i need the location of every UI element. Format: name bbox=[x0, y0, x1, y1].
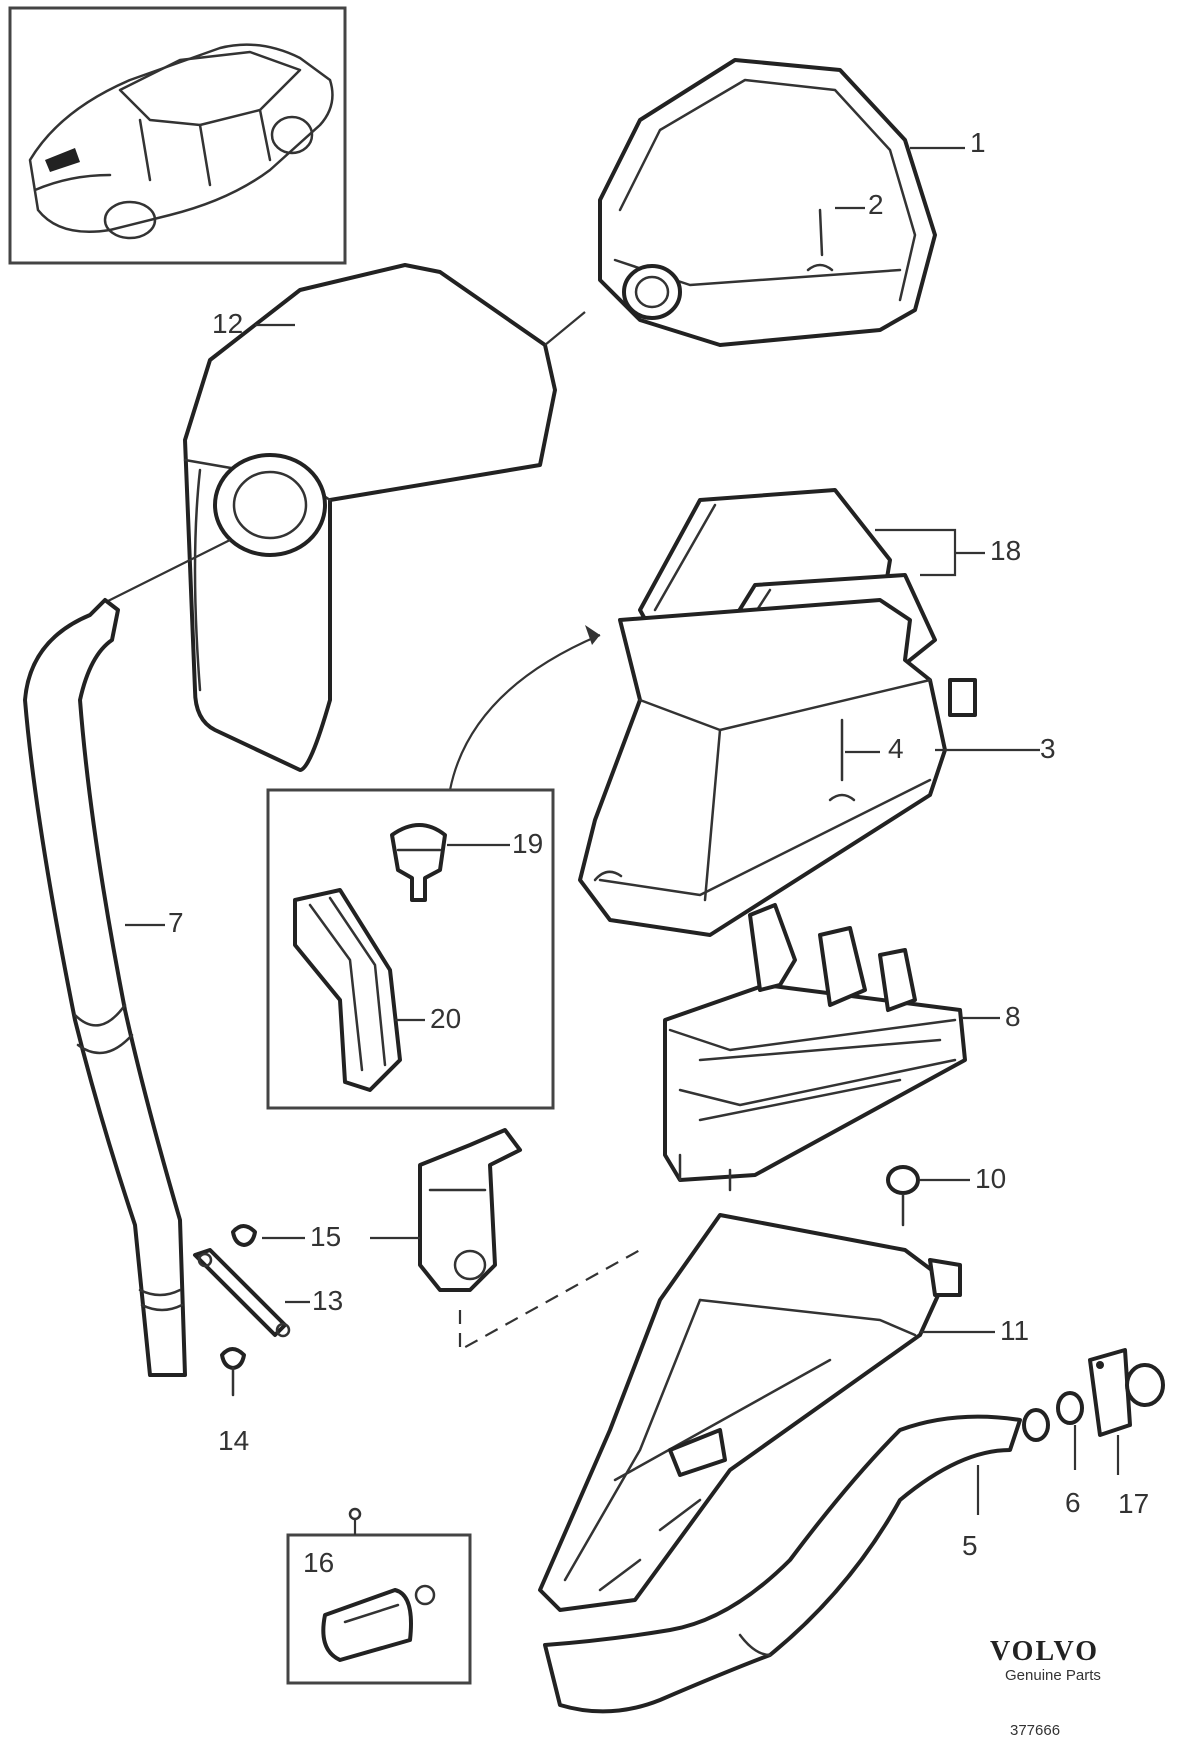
callout-20: 20 bbox=[430, 1003, 461, 1034]
intake-hose-part-7 bbox=[23, 598, 187, 1377]
carrier-part-8 bbox=[663, 903, 967, 1192]
hose-clip-bracket bbox=[418, 1128, 522, 1292]
o-ring-part-6 bbox=[1056, 1391, 1084, 1425]
callout-3: 3 bbox=[1040, 733, 1056, 764]
car-locator-inset bbox=[8, 6, 347, 265]
bracket-fasteners-13-14-15 bbox=[193, 1224, 291, 1397]
brand-code: 377666 bbox=[1010, 1722, 1060, 1739]
callout-12: 12 bbox=[212, 308, 243, 339]
brand-mark: VOLVO Genuine Parts 377666 bbox=[990, 1636, 1101, 1739]
sensor-part-17 bbox=[1088, 1348, 1165, 1437]
callout-10: 10 bbox=[975, 1163, 1006, 1194]
callout-7: 7 bbox=[168, 907, 184, 938]
callout-18: 18 bbox=[990, 535, 1021, 566]
detail-inset-19-20 bbox=[266, 788, 555, 1110]
callout-8: 8 bbox=[1005, 1001, 1021, 1032]
callout-1: 1 bbox=[970, 127, 986, 158]
callout-6: 6 bbox=[1065, 1487, 1081, 1518]
hose-part-5 bbox=[543, 1408, 1050, 1714]
callout-13: 13 bbox=[312, 1285, 343, 1316]
callout-16: 16 bbox=[303, 1547, 334, 1578]
callout-5: 5 bbox=[962, 1530, 978, 1561]
brand-logo: VOLVO bbox=[990, 1636, 1099, 1667]
callout-2: 2 bbox=[868, 189, 884, 220]
callout-11: 11 bbox=[1000, 1315, 1029, 1346]
detail-inset-16 bbox=[286, 1507, 472, 1685]
air-box-cover-part-1 bbox=[598, 58, 937, 347]
air-box-housing-part-3 bbox=[578, 598, 977, 937]
cover-part-12 bbox=[183, 263, 557, 772]
callout-19: 19 bbox=[512, 828, 543, 859]
callout-15: 15 bbox=[310, 1221, 341, 1252]
callout-4: 4 bbox=[888, 733, 904, 764]
callout-17: 17 bbox=[1118, 1488, 1149, 1519]
lower-air-box-part-11 bbox=[538, 1213, 962, 1612]
callout-14: 14 bbox=[218, 1425, 249, 1456]
screw-part-10 bbox=[886, 1165, 920, 1227]
brand-subline: Genuine Parts bbox=[1005, 1667, 1101, 1684]
